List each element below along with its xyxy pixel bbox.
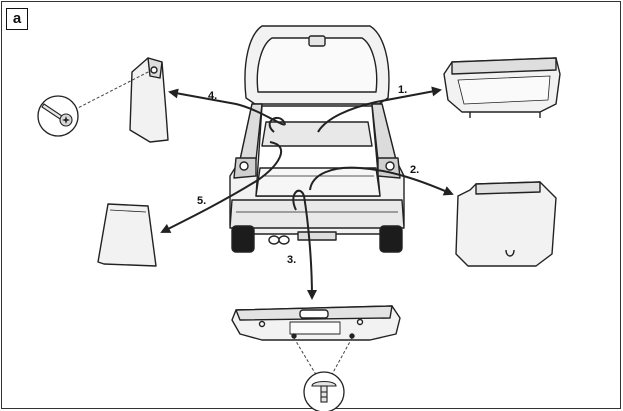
step-label-1: 1.: [398, 84, 407, 96]
callout-torx-screw: [37, 69, 153, 137]
arrow-2: [309, 166, 454, 196]
arrow-4: [168, 88, 286, 133]
removal-arrows: [160, 86, 454, 300]
part-rear-bumper: [231, 305, 401, 341]
step-label-5: 5.: [197, 195, 206, 207]
push-clip-icon: [311, 380, 337, 403]
arrow-1: [317, 86, 442, 133]
tire-right: [379, 225, 403, 253]
car-rear-view: [229, 25, 405, 253]
tire-left: [231, 225, 255, 253]
part-trunk-floor: [455, 181, 557, 267]
step-label-2: 2.: [410, 164, 419, 176]
part-parcel-shelf: [443, 57, 561, 118]
torx-screw-icon: [41, 103, 73, 127]
step-label-3: 3.: [287, 254, 296, 266]
part-side-trim-panel: [97, 203, 157, 267]
step-label-4: 4.: [208, 90, 217, 102]
part-c-pillar-trim: [129, 57, 169, 143]
arrow-3: [292, 189, 317, 300]
panel-label: a: [6, 8, 28, 30]
callout-push-clip: [293, 337, 353, 411]
arrow-5: [160, 141, 283, 233]
